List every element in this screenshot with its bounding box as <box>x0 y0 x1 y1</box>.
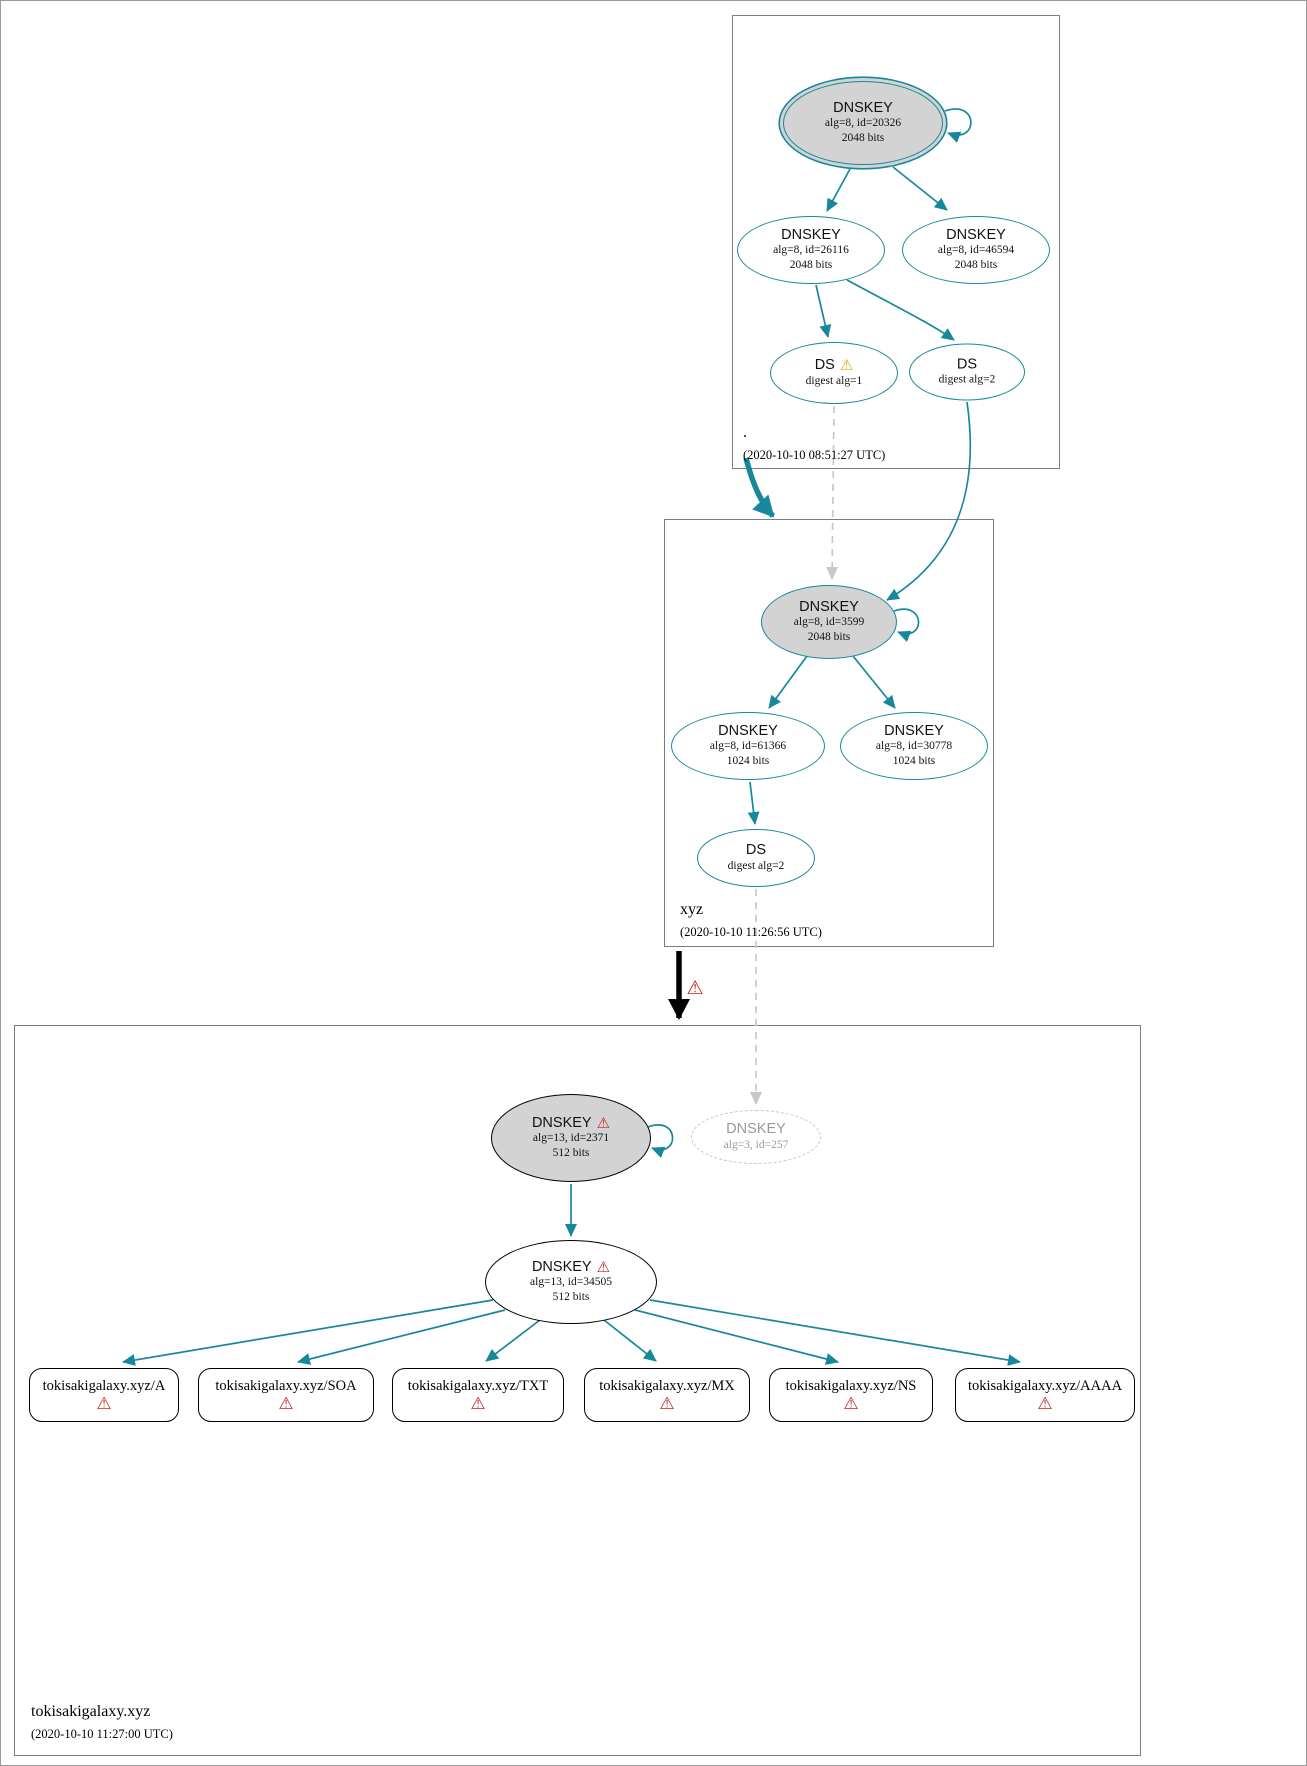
dnskey-bits: 2048 bits <box>807 631 851 644</box>
edge-xyz-ksk-zsk1 <box>768 655 808 709</box>
dnskey-root-zsk-46594[interactable]: DNSKEY alg=8, id=46594 2048 bits <box>902 216 1050 284</box>
edge-root-zsk1-ds2 <box>846 279 955 341</box>
edge-root-ksk-zsk2 <box>892 166 948 211</box>
dnskey-bits: 2048 bits <box>789 259 833 272</box>
zone-label-root: . <box>743 424 747 441</box>
dnskey-root-zsk-26116[interactable]: DNSKEY alg=8, id=26116 2048 bits <box>737 216 885 284</box>
ds-digest: digest alg=2 <box>938 373 996 386</box>
dnskey-tok-zsk-34505[interactable]: DNSKEY ⚠ alg=13, id=34505 512 bits <box>485 1240 657 1324</box>
dnskey-alg-id: alg=8, id=46594 <box>937 244 1015 257</box>
dnskey-title: DNSKEY ⚠ <box>531 1113 611 1132</box>
dnskey-title: DNSKEY <box>781 226 841 243</box>
rrset-txt[interactable]: tokisakigalaxy.xyz/TXT ⚠ <box>392 1368 564 1422</box>
delegation-warning: ⚠ <box>686 979 703 999</box>
edge-root-ds1-to-xyz-ksk <box>826 405 839 580</box>
dnskey-alg-id: alg=8, id=3599 <box>793 616 865 629</box>
zone-label-xyz: xyz <box>680 901 704 918</box>
dnskey-bits: 1024 bits <box>726 755 770 768</box>
dnskey-title: DNSKEY <box>718 722 778 739</box>
warning-icon: ⚠ <box>686 977 704 999</box>
rrset-label: tokisakigalaxy.xyz/MX <box>599 1377 735 1394</box>
zone-label-tokisakigalaxy: tokisakigalaxy.xyz <box>31 1703 151 1720</box>
warning-icon: ⚠ <box>843 1393 859 1414</box>
rrset-a[interactable]: tokisakigalaxy.xyz/A ⚠ <box>29 1368 179 1422</box>
dnskey-bits: 2048 bits <box>841 132 885 145</box>
root-zone-edges <box>815 108 972 341</box>
dnskey-bits: 1024 bits <box>892 755 936 768</box>
dnskey-alg-id: alg=3, id=257 <box>723 1138 789 1151</box>
dnskey-bits: 512 bits <box>552 1147 590 1160</box>
zone-box-root <box>732 15 1060 469</box>
ds-root-alg1[interactable]: DS ⚠ digest alg=1 <box>770 342 898 404</box>
warning-icon: ⚠ <box>278 1393 294 1414</box>
zone-box-xyz <box>664 519 994 947</box>
zone-timestamp-root: (2020-10-10 08:51:27 UTC) <box>743 448 886 462</box>
rrset-label: tokisakigalaxy.xyz/SOA <box>215 1377 357 1394</box>
rrset-label: tokisakigalaxy.xyz/TXT <box>407 1377 549 1394</box>
dnskey-tok-missing-257[interactable]: DNSKEY alg=3, id=257 <box>691 1110 821 1164</box>
xyz-zone-edges <box>747 608 920 825</box>
warning-icon: ⚠ <box>96 1393 112 1414</box>
edge-root-to-xyz-secure <box>743 457 776 518</box>
edge-xyz-ksk-selfsign <box>893 608 920 642</box>
warning-icon: ⚠ <box>1037 1393 1053 1414</box>
rrset-ns[interactable]: tokisakigalaxy.xyz/NS ⚠ <box>769 1368 933 1422</box>
edge-tok-zsk-soa <box>297 1309 506 1365</box>
edge-tok-ksk-selfsign <box>647 1124 674 1158</box>
edge-tok-zsk-ns <box>634 1309 839 1365</box>
edge-tok-zsk-txt <box>485 1319 541 1362</box>
edge-tok-zsk-a <box>122 1299 494 1366</box>
dnskey-alg-id: alg=8, id=30778 <box>875 740 953 753</box>
dnskey-xyz-zsk-30778[interactable]: DNSKEY alg=8, id=30778 1024 bits <box>840 712 988 780</box>
dnskey-alg-id: alg=13, id=34505 <box>530 1276 612 1289</box>
dnskey-tok-ksk-2371[interactable]: DNSKEY ⚠ alg=13, id=2371 512 bits <box>491 1094 651 1182</box>
dnskey-bits: 2048 bits <box>954 259 998 272</box>
edge-root-zsk1-ds1 <box>815 284 832 338</box>
edge-root-ksk-selfsign <box>944 108 972 143</box>
rrset-label: tokisakigalaxy.xyz/AAAA <box>967 1377 1123 1394</box>
dnskey-alg-id: alg=13, id=2371 <box>532 1132 610 1145</box>
dnskey-alg-id: alg=8, id=20326 <box>824 117 902 130</box>
rrset-aaaa[interactable]: tokisakigalaxy.xyz/AAAA ⚠ <box>955 1368 1135 1422</box>
ds-xyz-alg2[interactable]: DS digest alg=2 <box>697 829 815 887</box>
zone-timestamp-tokisakigalaxy: (2020-10-10 11:27:00 UTC) <box>31 1727 173 1741</box>
dnskey-title: DNSKEY ⚠ <box>531 1257 611 1276</box>
edge-xyz-ksk-zsk2 <box>852 655 896 709</box>
warning-icon: ⚠ <box>839 356 854 375</box>
dnskey-xyz-ksk-3599[interactable]: DNSKEY alg=8, id=3599 2048 bits <box>761 585 897 659</box>
ds-title: DS <box>745 842 767 859</box>
edge-root-ksk-zsk1 <box>826 168 851 212</box>
rrset-label: tokisakigalaxy.xyz/NS <box>785 1377 917 1394</box>
dnskey-title: DNSKEY <box>726 1121 786 1138</box>
dnskey-xyz-zsk-61366[interactable]: DNSKEY alg=8, id=61366 1024 bits <box>671 712 825 780</box>
edge-tok-zsk-aaaa <box>649 1299 1021 1366</box>
ds-title: DS ⚠ <box>814 356 854 375</box>
dnskey-root-ksk-20326[interactable]: DNSKEY alg=8, id=20326 2048 bits <box>783 81 943 165</box>
edge-root-ds2-to-xyz-ksk <box>886 401 972 601</box>
edge-xyz-zsk1-ds <box>747 781 760 825</box>
warning-icon: ⚠ <box>596 1113 611 1132</box>
rrset-soa[interactable]: tokisakigalaxy.xyz/SOA ⚠ <box>198 1368 374 1422</box>
dnskey-alg-id: alg=8, id=26116 <box>773 244 849 257</box>
ds-root-alg2[interactable]: DS digest alg=2 <box>909 343 1025 401</box>
tokisakigalaxy-zone-edges <box>122 1124 1021 1366</box>
ds-title: DS <box>956 356 978 373</box>
dnskey-title: DNSKEY <box>799 598 859 615</box>
warning-icon: ⚠ <box>659 1393 675 1414</box>
dnskey-title: DNSKEY <box>833 99 893 116</box>
zone-box-tokisakigalaxy <box>14 1025 1141 1756</box>
dnskey-title: DNSKEY <box>946 226 1006 243</box>
ds-digest: digest alg=1 <box>805 374 863 387</box>
dnskey-alg-id: alg=8, id=61366 <box>709 740 787 753</box>
ds-digest: digest alg=2 <box>727 859 785 872</box>
edge-tok-zsk-mx <box>603 1319 657 1362</box>
warning-icon: ⚠ <box>596 1257 611 1276</box>
rrset-label: tokisakigalaxy.xyz/A <box>42 1377 166 1394</box>
rrset-mx[interactable]: tokisakigalaxy.xyz/MX ⚠ <box>584 1368 750 1422</box>
dnskey-title: DNSKEY <box>884 722 944 739</box>
dnskey-bits: 512 bits <box>552 1291 590 1304</box>
zone-timestamp-xyz: (2020-10-10 11:26:56 UTC) <box>680 925 822 939</box>
warning-icon: ⚠ <box>470 1393 486 1414</box>
